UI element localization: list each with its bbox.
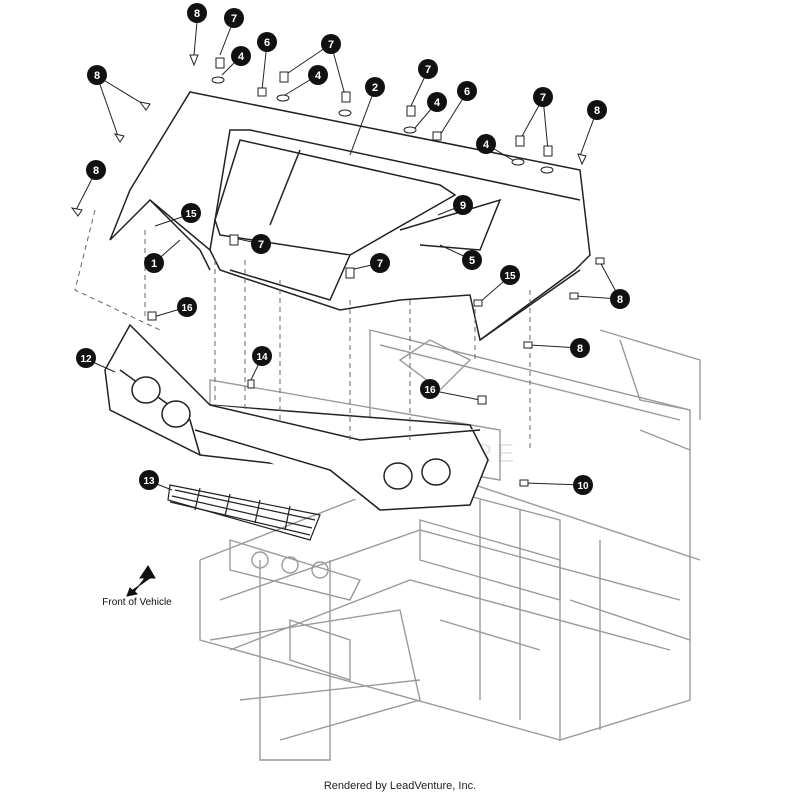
- callout-5: 5: [462, 250, 482, 270]
- callout-13: 13: [139, 470, 159, 490]
- svg-text:13: 13: [143, 476, 155, 487]
- front-arrow-icon: [126, 565, 156, 597]
- vehicle-frame: [199, 329, 701, 761]
- svg-text:1: 1: [151, 258, 157, 270]
- callout-1: 1: [144, 253, 164, 273]
- callout-4-mid: 4: [308, 65, 328, 85]
- svg-text:8: 8: [93, 165, 99, 177]
- svg-text:12: 12: [80, 354, 92, 365]
- svg-text:4: 4: [315, 70, 322, 82]
- svg-text:4: 4: [434, 97, 441, 109]
- callout-7-far-right: 7: [533, 87, 553, 107]
- svg-text:5: 5: [469, 255, 475, 267]
- svg-text:7: 7: [377, 258, 383, 270]
- svg-text:8: 8: [594, 105, 600, 117]
- svg-text:15: 15: [504, 271, 516, 282]
- svg-text:6: 6: [264, 37, 270, 49]
- callout-14: 14: [252, 346, 272, 366]
- callout-15-left: 15: [181, 203, 201, 223]
- front-of-vehicle-label: Front of Vehicle: [102, 597, 172, 608]
- svg-text:6: 6: [464, 86, 470, 98]
- callout-10: 10: [573, 475, 593, 495]
- svg-text:15: 15: [185, 209, 197, 220]
- callout-8-left-mid: 8: [86, 160, 106, 180]
- svg-text:7: 7: [540, 92, 546, 104]
- callout-8-right-low: 8: [570, 338, 590, 358]
- callout-4-far-right: 4: [476, 134, 496, 154]
- callout-7-lower-left: 7: [251, 234, 271, 254]
- fasteners: [70, 54, 605, 487]
- callout-8-right-top: 8: [587, 100, 607, 120]
- callout-16-left: 16: [177, 297, 197, 317]
- svg-text:8: 8: [94, 70, 100, 82]
- svg-text:14: 14: [256, 352, 268, 363]
- callout-8-top: 8: [187, 3, 207, 23]
- svg-text:7: 7: [425, 64, 431, 76]
- svg-text:10: 10: [577, 481, 589, 492]
- callout-8-right-mid: 8: [610, 289, 630, 309]
- svg-text:4: 4: [238, 51, 245, 63]
- alignment-lines: [74, 209, 531, 450]
- callout-12: 12: [76, 348, 96, 368]
- callout-6-left: 6: [257, 32, 277, 52]
- callout-2: 2: [365, 77, 385, 97]
- front-fascia: [104, 323, 489, 511]
- svg-text:16: 16: [181, 303, 193, 314]
- callout-7-mid: 7: [321, 34, 341, 54]
- callout-15-right: 15: [500, 265, 520, 285]
- front-grille: [167, 484, 321, 541]
- callout-8-left-top: 8: [87, 65, 107, 85]
- svg-text:9: 9: [460, 200, 466, 212]
- credit-text: Rendered by LeadVenture, Inc.: [323, 780, 477, 792]
- callout-16-right: 16: [420, 379, 440, 399]
- svg-text:4: 4: [483, 139, 490, 151]
- svg-text:8: 8: [617, 294, 623, 306]
- svg-text:7: 7: [231, 13, 237, 25]
- svg-text:7: 7: [328, 39, 334, 51]
- svg-text:8: 8: [194, 8, 200, 20]
- svg-text:7: 7: [258, 239, 264, 251]
- callout-6-right: 6: [457, 81, 477, 101]
- hood-assembly: [109, 91, 591, 342]
- callout-4-right: 4: [427, 92, 447, 112]
- callout-9: 9: [453, 195, 473, 215]
- svg-text:8: 8: [577, 343, 583, 355]
- callout-4-top: 4: [231, 46, 251, 66]
- svg-text:2: 2: [372, 82, 378, 94]
- callout-7-lower-mid: 7: [370, 253, 390, 273]
- svg-text:16: 16: [424, 385, 436, 396]
- callout-7-right: 7: [418, 59, 438, 79]
- callout-7-top: 7: [224, 8, 244, 28]
